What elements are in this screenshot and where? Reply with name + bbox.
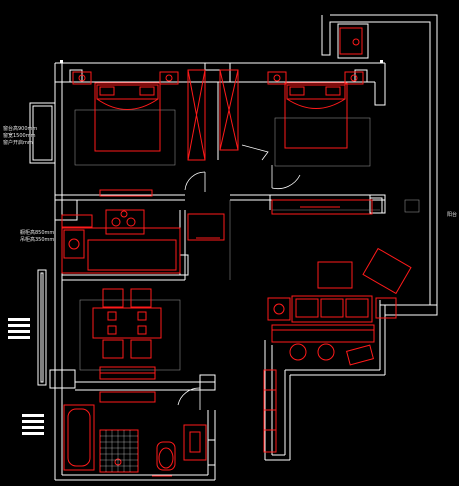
door-arcs: [177, 144, 301, 410]
window-note-3: 窗户开启mm: [3, 140, 33, 146]
legend-bar: [22, 432, 44, 435]
kitchen-note-2: 吊柜高350mm: [20, 237, 55, 243]
wall-dots: [60, 60, 383, 63]
window-note-2: 窗宽1500mm: [3, 133, 36, 139]
legend-bar: [22, 426, 44, 429]
legend-bar: [8, 336, 30, 339]
legend-bar: [8, 330, 30, 333]
shower-tile-grid: [100, 430, 138, 472]
legend-bar: [22, 420, 44, 423]
furniture: [61, 27, 412, 477]
legend-bar: [8, 324, 30, 327]
walls: [29, 14, 438, 481]
legend-bar: [22, 414, 44, 417]
thin-lines: [74, 109, 420, 371]
balcony-label: 阳台: [447, 212, 458, 218]
kitchen-note-1: 橱柜高850mm: [20, 230, 55, 236]
window-note-1: 窗台高900mm: [3, 126, 38, 132]
legend-bar: [8, 318, 30, 321]
